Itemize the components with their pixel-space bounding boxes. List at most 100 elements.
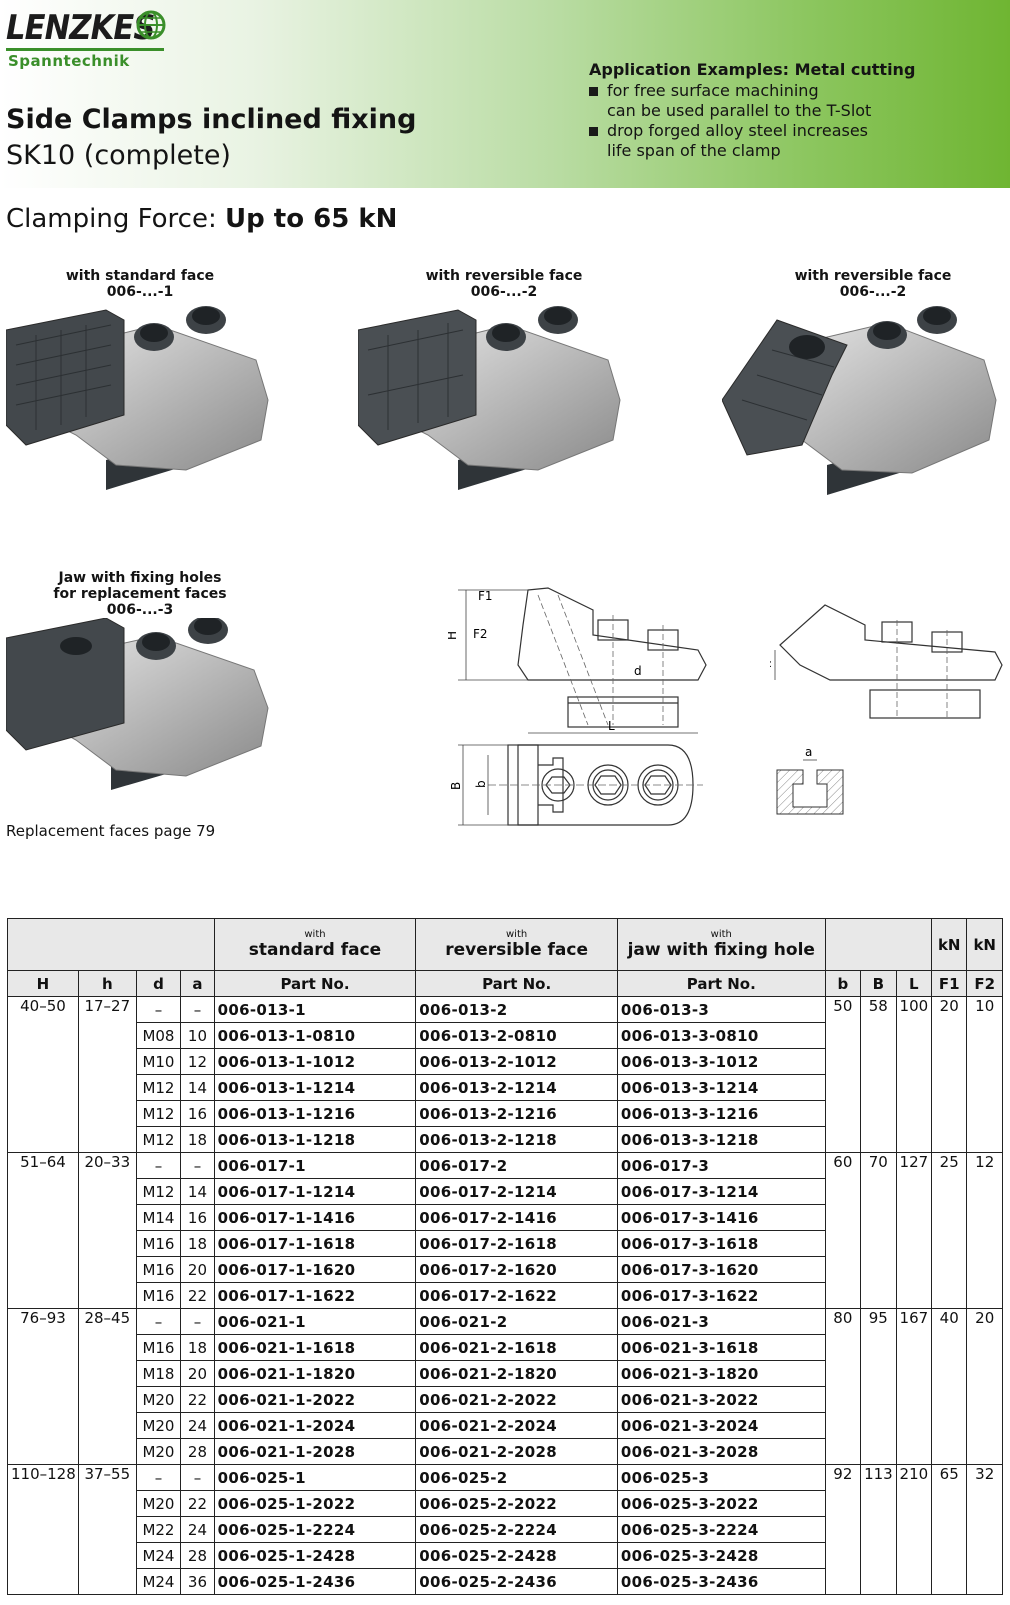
cell-d: M10 [135, 1048, 182, 1075]
cell-part-jaw: 006-025-3-2428 [616, 1542, 826, 1569]
dim-b-label: b [474, 780, 488, 788]
cell-part-standard: 006-013-1-0810 [213, 1022, 417, 1049]
product-caption-reversible-2: with reversible face 006-...-2 [773, 268, 973, 300]
cell-a: 22 [180, 1386, 215, 1413]
product-caption-reversible: with reversible face 006-...-2 [404, 268, 604, 300]
cell-part-reversible: 006-021-2 [415, 1308, 618, 1335]
cell-d: – [135, 1464, 182, 1491]
cell-part-standard: 006-021-1-1820 [213, 1360, 417, 1387]
table-group-header: with standard face with reversible face … [7, 918, 1003, 971]
cell-part-jaw: 006-025-3-2224 [616, 1516, 826, 1543]
col-part-jaw: Part No. [616, 970, 826, 997]
cell-B: 113 [860, 1464, 897, 1595]
dim-d-label: d [634, 664, 642, 678]
col-B: B [860, 970, 897, 997]
group-label: standard face [248, 940, 382, 960]
col-part-standard: Part No. [213, 970, 417, 997]
cell-part-reversible: 006-025-2-2436 [415, 1568, 618, 1595]
cell-part-standard: 006-021-1-2028 [213, 1438, 417, 1465]
cell-a: 14 [180, 1074, 215, 1101]
spec-table: with standard face with reversible face … [7, 918, 1003, 1595]
cell-a: 24 [180, 1516, 215, 1543]
cell-L: 167 [895, 1308, 933, 1465]
cell-part-standard: 006-025-1-2428 [213, 1542, 417, 1569]
cell-part-standard: 006-017-1-1622 [213, 1282, 417, 1309]
cell-d: – [135, 996, 182, 1023]
cell-part-reversible: 006-017-2-1416 [415, 1204, 618, 1231]
cell-d: M16 [135, 1282, 182, 1309]
cell-part-reversible: 006-013-2 [415, 996, 618, 1023]
brand-name: LENZKES [6, 8, 155, 48]
cell-d: – [135, 1152, 182, 1179]
caption-line: Jaw with fixing holes [58, 570, 222, 586]
cell-H: 40–50 [7, 996, 79, 1153]
cell-a: 10 [180, 1022, 215, 1049]
cell-part-jaw: 006-025-3-2022 [616, 1490, 826, 1517]
cell-B: 58 [860, 996, 897, 1153]
cell-F1: 65 [930, 1464, 968, 1595]
col-a: a [180, 970, 215, 997]
cell-h: 20–33 [77, 1152, 137, 1309]
cell-F2: 32 [966, 1464, 1003, 1595]
cell-F2: 10 [966, 996, 1003, 1153]
cell-part-reversible: 006-017-2-1618 [415, 1230, 618, 1257]
header-unit-F1: kN [930, 918, 968, 971]
cell-part-reversible: 006-025-2 [415, 1464, 618, 1491]
cell-d: M14 [135, 1204, 182, 1231]
cell-d: M16 [135, 1256, 182, 1283]
cell-d: M20 [135, 1386, 182, 1413]
col-h: h [77, 970, 137, 997]
header-blank [824, 918, 933, 971]
cell-b: 50 [824, 996, 862, 1153]
cell-F2: 20 [966, 1308, 1003, 1465]
application-box: Application Examples: Metal cutting for … [589, 60, 999, 161]
header-jaw-fixing-hole: with jaw with fixing hole [616, 918, 826, 971]
cell-d: M20 [135, 1438, 182, 1465]
cell-part-standard: 006-017-1-1618 [213, 1230, 417, 1257]
col-part-reversible: Part No. [415, 970, 618, 997]
cell-part-standard: 006-017-1 [213, 1152, 417, 1179]
cell-part-reversible: 006-021-2-1618 [415, 1334, 618, 1361]
cell-b: 92 [824, 1464, 862, 1595]
col-d: d [135, 970, 182, 997]
caption-code: 006-...-3 [106, 602, 174, 618]
cell-part-reversible: 006-013-2-1214 [415, 1074, 618, 1101]
cell-part-jaw: 006-013-3 [616, 996, 826, 1023]
dim-F1-label: F1 [478, 589, 493, 603]
cell-part-jaw: 006-017-3-1620 [616, 1256, 826, 1283]
table-column-header: H h d a Part No. Part No. Part No. b B L… [7, 970, 1003, 997]
clamp-standard-face-image [6, 306, 269, 490]
cell-d: M20 [135, 1412, 182, 1439]
dim-H-label: H [448, 631, 459, 640]
cell-part-reversible: 006-025-2-2224 [415, 1516, 618, 1543]
cell-part-standard: 006-013-1-1012 [213, 1048, 417, 1075]
cell-part-standard: 006-025-1 [213, 1464, 417, 1491]
cell-part-standard: 006-017-1-1620 [213, 1256, 417, 1283]
inclined-view-drawing: h [770, 604, 1003, 719]
cell-part-jaw: 006-017-3-1618 [616, 1230, 826, 1257]
clamping-force: Clamping Force: Up to 65 kN [6, 204, 397, 234]
cell-a: 16 [180, 1204, 215, 1231]
cell-d: – [135, 1308, 182, 1335]
cell-part-jaw: 006-013-3-1214 [616, 1074, 826, 1101]
cell-part-reversible: 006-021-2-2024 [415, 1412, 618, 1439]
application-bullet: drop forged alloy steel increases [589, 121, 999, 141]
cell-d: M12 [135, 1178, 182, 1205]
cell-a: 24 [180, 1412, 215, 1439]
cell-part-reversible: 006-017-2-1214 [415, 1178, 618, 1205]
clamp-reversible-face-angled-image [722, 306, 997, 495]
